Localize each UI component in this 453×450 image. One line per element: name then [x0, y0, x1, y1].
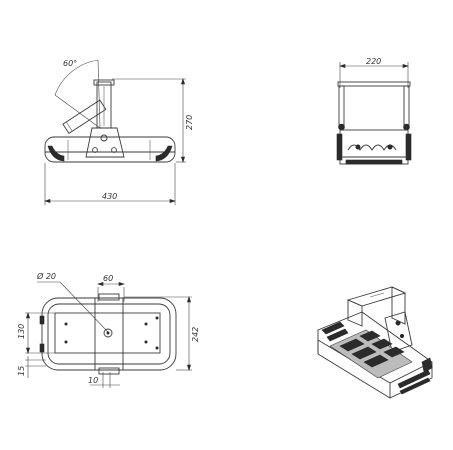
top-bracket-tab-top: [98, 293, 120, 301]
front-angle-guide-a: [54, 94, 101, 129]
iso-knob-b: [399, 333, 405, 339]
top-side-clip-b: [39, 343, 45, 353]
side-width-arrows: [339, 63, 409, 69]
front-mount-cap: [93, 79, 115, 86]
side-end-left: [336, 133, 343, 161]
iso-view: [317, 286, 433, 399]
top-inner-label: 130: [17, 324, 26, 339]
iso-led-cell-3: [363, 354, 389, 368]
top-height-label: 242: [191, 327, 200, 342]
top-bolt-c: [144, 322, 148, 326]
front-luminaire-body: [44, 136, 176, 163]
iso-fin-c: [397, 369, 431, 389]
iso-fin-b: [326, 328, 349, 342]
top-spacing-label: 60: [103, 274, 113, 283]
side-view: 220: [336, 57, 412, 165]
side-bracket-leg-right: [403, 85, 410, 129]
front-angle-label: 60°: [63, 59, 77, 68]
top-height-arrows: [186, 296, 192, 371]
iso-led-cell-4: [359, 330, 381, 342]
front-height-label: 270: [185, 115, 194, 130]
top-bolt-d: [144, 340, 148, 344]
iso-led-array: [339, 330, 405, 368]
side-knob-left: [338, 123, 345, 131]
iso-led-cell-6: [383, 346, 405, 358]
top-bolt-a: [64, 322, 68, 326]
side-width-label: 220: [366, 57, 381, 66]
front-angle-arc: [54, 59, 99, 96]
top-mount-hole: [103, 328, 113, 338]
front-width-label: 430: [102, 192, 117, 201]
iso-bracket-leg-right: [391, 286, 406, 325]
iso-bracket-top: [346, 286, 407, 307]
top-heatsink-plate: [54, 312, 161, 354]
front-height-arrows: [180, 78, 186, 163]
front-end-cap-left: [47, 145, 65, 162]
side-knob-right: [403, 123, 410, 131]
front-bracket-hole-top: [100, 134, 108, 142]
side-bracket-leg-left: [338, 85, 345, 129]
top-hole-label: Ø 20: [36, 271, 56, 281]
top-bottom-label: 10: [88, 376, 98, 385]
side-end-right: [405, 133, 412, 161]
top-bolt-b: [64, 340, 68, 344]
front-angle-guide-b: [97, 59, 101, 129]
front-end-cap-right: [155, 145, 173, 162]
front-tilted-arm-detail: [66, 121, 73, 132]
front-tilted-arm: [62, 99, 107, 134]
iso-fin-d: [399, 377, 431, 395]
side-detail-a: [355, 144, 361, 150]
iso-led-cell-5: [371, 338, 393, 350]
iso-knob-a: [395, 320, 401, 326]
iso-bracket-plate: [384, 311, 413, 353]
front-bracket-plate: [85, 127, 125, 158]
top-spacing-arrows: [97, 281, 125, 287]
top-offset-label: 15: [17, 366, 26, 376]
iso-fin-a: [321, 321, 345, 335]
side-bracket-top: [337, 81, 411, 87]
top-bolt-e: [155, 316, 159, 320]
top-bolt-f: [155, 346, 159, 350]
iso-bracket-leg-left: [347, 299, 363, 327]
top-view: 60 Ø 20 242 130: [17, 271, 200, 388]
front-tilted-arm-body: [62, 99, 107, 134]
iso-led-cell-2: [351, 346, 377, 360]
top-bracket-tab-bottom: [98, 367, 120, 375]
iso-bracket-slot: [369, 292, 385, 298]
side-lens: [345, 159, 403, 165]
iso-led-cell-1: [339, 338, 365, 352]
top-body-inner: [47, 303, 171, 365]
side-detail-b: [387, 144, 393, 150]
top-mount-hole-center: [106, 331, 110, 335]
iso-end-cap: [421, 357, 433, 373]
top-bracket: [94, 297, 124, 371]
front-width-arrows: [44, 198, 176, 204]
top-side-clip-a: [39, 315, 45, 325]
front-view: 60° 270 430: [44, 59, 194, 205]
top-hole-leader: [59, 281, 109, 333]
top-inner-arrows: [25, 312, 31, 354]
